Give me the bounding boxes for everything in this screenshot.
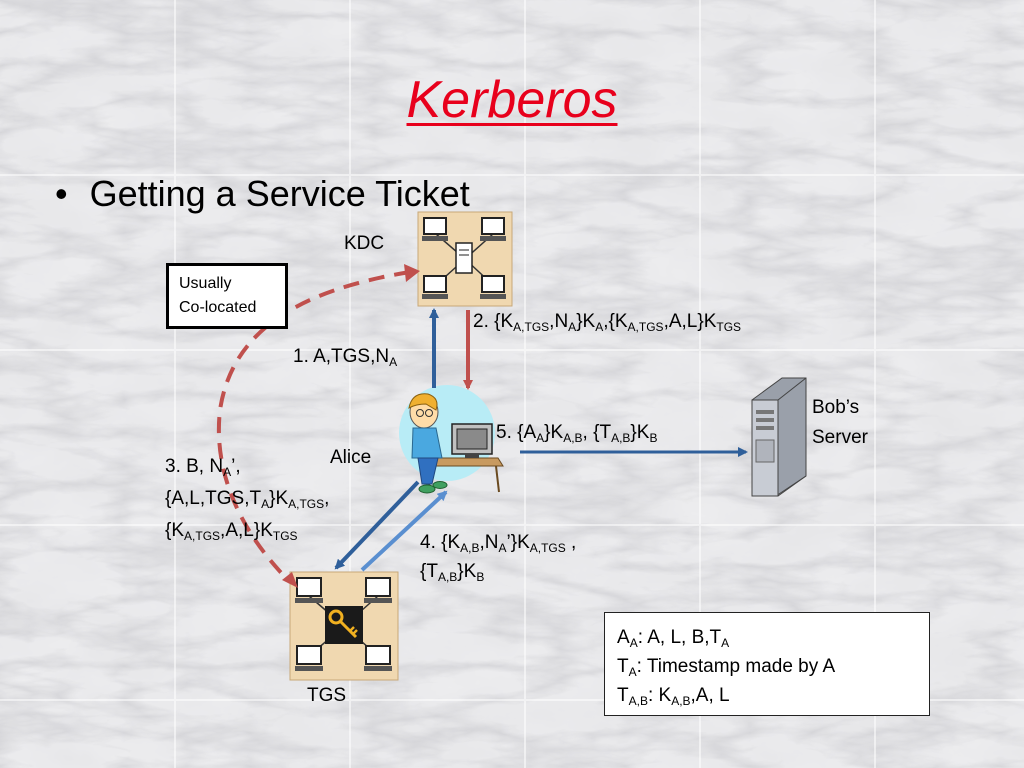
computer-icon [295,645,323,671]
alice-user-icon [399,385,504,494]
kdc-node [417,211,513,307]
bob-label-line2: Server [812,427,868,448]
kdc-label: KDC [344,233,385,254]
bob-server-icon [751,377,807,497]
message-4-line2: {TA,B}KB [420,561,485,584]
message-3-line1: 3. B, NA’, [165,456,241,479]
computer-icon [480,275,506,299]
arrow-msg4 [360,490,448,572]
colocated-note: Usually Co-located [166,263,288,329]
dashed-arrowhead-kdc [404,264,420,282]
message-5: 5. {AA}KA,B, {TA,B}KB [496,422,658,445]
note-line1: Usually [179,275,232,292]
key-icon [325,606,363,644]
legend-line-2: TA: Timestamp made by A [617,656,836,679]
computer-icon [422,217,448,241]
message-1: 1. A,TGS,NA [293,346,398,369]
computer-icon [295,577,323,603]
computer-icon [364,645,392,671]
bob-label-line1: Bob’s [812,397,860,418]
computer-icon [480,217,506,241]
tgs-label: TGS [307,685,347,706]
message-4-line1: 4. {KA,B,NA’}KA,TGS , [420,532,577,555]
message-2: 2. {KA,TGS,NA}KA,{KA,TGS,A,L}KTGS [473,311,742,334]
tgs-node [289,571,399,681]
legend-line-1: AA: A, L, B,TA [617,627,730,650]
computer-icon [422,275,448,299]
bullet-item: •Getting a Service Ticket [55,173,470,214]
message-3-line3: {KA,TGS,A,L}KTGS [165,520,298,543]
alice-label: Alice [330,447,372,468]
computer-icon [364,577,392,603]
server-tower-icon [455,242,473,274]
arrow-msg3 [334,480,420,570]
dashed-arrowhead-tgs [282,572,298,588]
message-3-line2: {A,L,TGS,TA}KA,TGS, [165,488,330,511]
legend-box: AA: A, L, B,TA TA: Timestamp made by A T… [604,612,930,716]
dashed-colocation-curve [216,270,411,584]
legend-line-3: TA,B: KA,B,A, L [617,685,730,708]
note-line2: Co-located [179,299,257,316]
slide-title: Kerberos [406,71,618,129]
